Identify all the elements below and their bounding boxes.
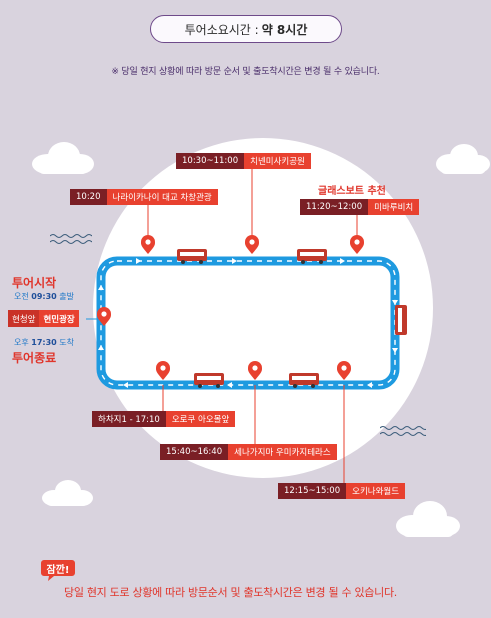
stop-time: 15:40~16:40	[160, 444, 229, 460]
stop-place: 오키나와월드	[346, 483, 406, 499]
bus-icon	[289, 373, 319, 388]
duration-value: 약 8시간	[261, 22, 308, 37]
location-pin-icon	[350, 235, 364, 254]
end-time-value: 17:30	[31, 338, 57, 347]
stop-time: 10:20	[70, 189, 107, 205]
wave-decoration-icon	[380, 426, 426, 436]
notice-badge: 잠깐!	[46, 565, 70, 576]
meeting-point-name: 현민광장	[39, 310, 79, 327]
cloud-icon	[396, 501, 460, 537]
stop-tag: 15:40~16:40 세나가지마 우미카지테라스	[160, 444, 337, 460]
location-pin-icon	[337, 361, 351, 380]
bus-icon	[297, 249, 327, 264]
stop-place: 미바루비치	[368, 199, 420, 215]
end-time-suffix: 도착	[59, 338, 75, 347]
connector-lines	[86, 168, 358, 483]
location-pin-icon	[248, 361, 262, 380]
tour-duration-pill: 투어소요시간 : 약 8시간	[150, 15, 342, 43]
duration-label: 투어소요시간 :	[184, 22, 259, 37]
speech-bubble-icon	[41, 560, 75, 581]
road-condition-notice: 당일 현지 도로 상황에 따라 방문순서 및 출도착시간은 변경 될 수 있습니…	[64, 586, 397, 599]
cloud-icon	[42, 480, 93, 506]
stop-time: 하차지1 - 17:10	[92, 411, 166, 427]
start-time-value: 09:30	[31, 292, 57, 301]
meeting-point-prefix: 현청앞	[8, 310, 40, 327]
stop-tag: 11:20~12:00 미바루비치	[300, 199, 420, 215]
tour-end-title: 투어종료	[12, 351, 57, 365]
location-pin-icon	[245, 235, 259, 254]
cloud-icon	[32, 142, 94, 174]
stop-time: 12:15~15:00	[278, 483, 347, 499]
tour-start-time: 오전 09:30 출발	[14, 291, 74, 302]
meeting-point-tag: 현청앞 현민광장	[8, 310, 79, 327]
stop-place: 오로쿠 아오몰앞	[165, 411, 236, 427]
stop-tag: 하차지1 - 17:10 오로쿠 아오몰앞	[92, 411, 236, 427]
stop-tag: 10:30~11:00 치넨미사키공원	[176, 153, 311, 169]
schedule-change-notice: ※ 당일 현지 상황에 따라 방문 순서 및 출도착시간은 변경 될 수 있습니…	[111, 67, 380, 77]
location-pin-icon	[97, 307, 111, 326]
stop-time: 11:20~12:00	[300, 199, 369, 215]
stop-tag: 10:20 나라이카나이 대교 차창관광	[70, 189, 218, 205]
direction-arrows	[98, 258, 398, 388]
start-time-prefix: 오전	[14, 292, 29, 301]
stop-place: 세나가지마 우미카지테라스	[228, 444, 337, 460]
start-time-suffix: 출발	[59, 292, 75, 301]
bus-icon	[395, 305, 407, 335]
cloud-icon	[436, 144, 490, 174]
location-pin-icon	[156, 361, 170, 380]
stop-place: 치넨미사키공원	[244, 153, 311, 169]
tour-start-title: 투어시작	[12, 276, 57, 290]
end-time-prefix: 오후	[14, 338, 29, 347]
recommend-label: 글래스보트 추천	[318, 186, 386, 197]
location-pin-icon	[141, 235, 155, 254]
stop-place: 나라이카나이 대교 차창관광	[106, 189, 218, 205]
bus-icon	[177, 249, 207, 264]
wave-decoration-icon	[50, 234, 92, 244]
tour-end-time: 오후 17:30 도착	[14, 337, 74, 348]
bus-icon	[194, 373, 224, 388]
stop-tag: 12:15~15:00 오키나와월드	[278, 483, 406, 499]
stop-time: 10:30~11:00	[176, 153, 245, 169]
